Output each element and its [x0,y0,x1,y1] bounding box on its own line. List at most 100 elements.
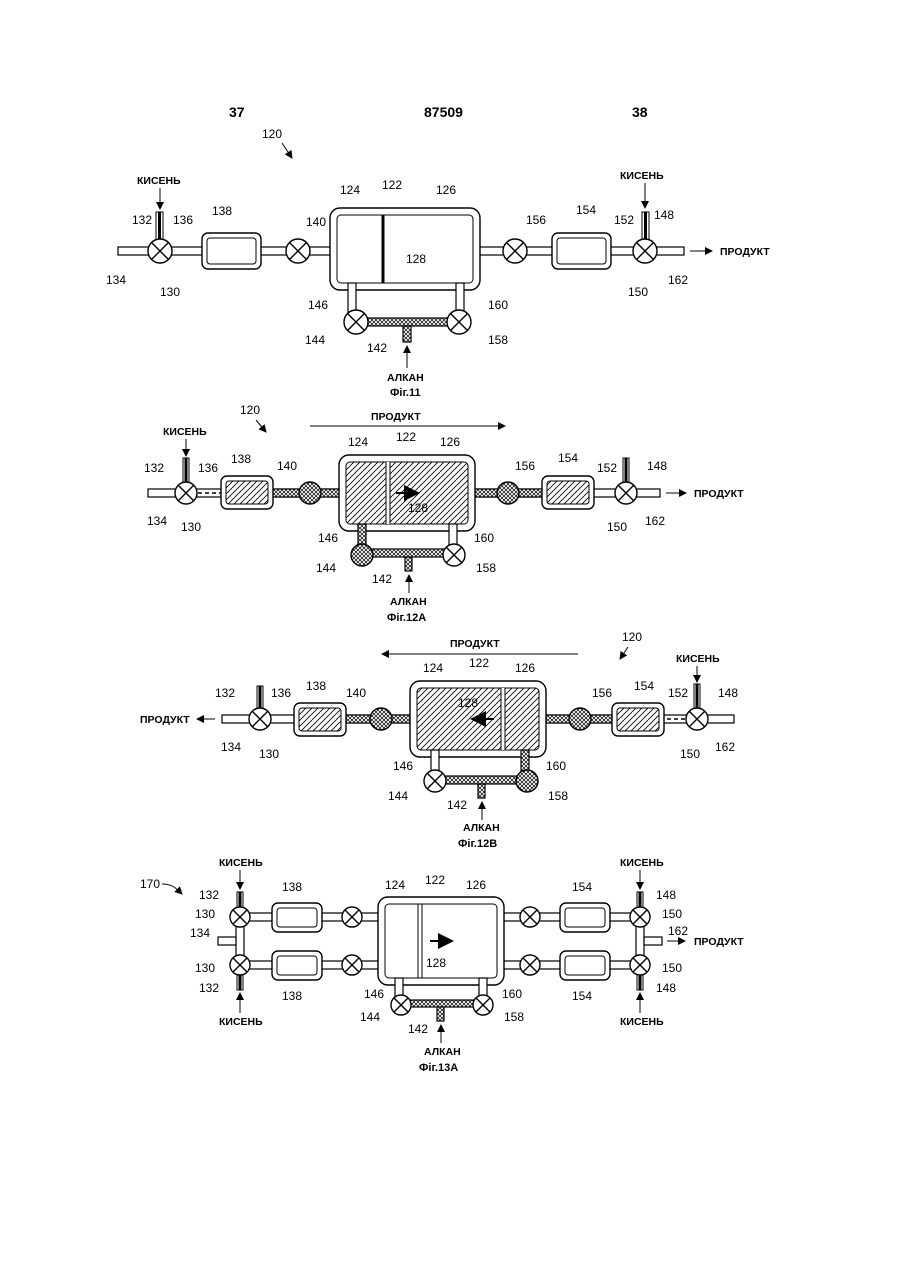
label-128: 128 [426,956,446,970]
label-138: 138 [212,204,232,218]
label-148: 148 [647,459,667,473]
label-136: 136 [271,686,291,700]
figure-12a: 120 ПРОДУКТ КИСЕНЬ ПР [144,403,744,624]
label-136: 136 [198,461,218,475]
label-150: 150 [662,907,682,921]
product-label: ПРОДУКТ [140,714,190,726]
bed-138-active [299,708,341,731]
alkane-label: АЛКАН [424,1046,461,1058]
valve-140 [370,708,392,730]
valve-158 [516,770,538,792]
valve-140 [342,907,362,927]
label-134: 134 [106,273,126,287]
label-132: 132 [199,981,219,995]
bed-154-active [617,708,659,731]
label-154: 154 [634,679,654,693]
label-156: 156 [592,686,612,700]
valve-144 [424,770,446,792]
label-148: 148 [718,686,738,700]
label-146: 146 [308,298,328,312]
label-154: 154 [558,451,578,465]
alkane-inlet [403,326,411,342]
pointer-arrow [162,884,182,894]
valve-144 [391,995,411,1015]
label-138: 138 [282,880,302,894]
label-140: 140 [277,459,297,473]
label-144: 144 [360,1010,380,1024]
label-142: 142 [372,572,392,586]
valve-156 [520,955,540,975]
figure-caption: Фіг.12А [387,612,426,624]
label-142: 142 [408,1022,428,1036]
valve-158 [473,995,493,1015]
bed-138-inner [207,238,256,264]
label-134: 134 [147,514,167,528]
figure-caption: Фіг.13А [419,1062,458,1074]
label-130: 130 [160,285,180,299]
valve-144 [344,310,368,334]
label-122: 122 [396,430,416,444]
label-150: 150 [628,285,648,299]
pointer-arrow [620,647,628,659]
label-122: 122 [382,178,402,192]
label-150: 150 [607,520,627,534]
label-140: 140 [346,686,366,700]
label-120: 120 [240,403,260,417]
label-158: 158 [504,1010,524,1024]
label-148: 148 [654,208,674,222]
alkane-manifold [435,776,525,784]
label-124: 124 [348,435,368,449]
label-126: 126 [440,435,460,449]
label-126: 126 [515,661,535,675]
valve-156 [503,239,527,263]
product-label: ПРОДУКТ [694,936,744,948]
label-128: 128 [408,501,428,515]
product-label: ПРОДУКТ [694,488,744,500]
figure-caption: Фіг.11 [390,387,421,399]
label-144: 144 [316,561,336,575]
label-130: 130 [195,907,215,921]
label-130: 130 [181,520,201,534]
oxygen-label: КИСЕНЬ [219,857,263,869]
label-132: 132 [199,888,219,902]
label-150: 150 [662,961,682,975]
label-156: 156 [515,459,535,473]
alkane-inlet [437,1007,444,1021]
label-146: 146 [393,759,413,773]
label-132: 132 [215,686,235,700]
pipe-162 [644,937,662,945]
valve-144 [351,544,373,566]
label-130: 130 [259,747,279,761]
product-label: ПРОДУКТ [450,638,500,650]
label-170: 170 [140,877,160,891]
pointer-arrow [282,143,292,158]
pointer-arrow [256,420,266,432]
label-154: 154 [576,203,596,217]
label-156: 156 [526,213,546,227]
valve-130 [230,907,250,927]
label-152: 152 [614,213,634,227]
label-122: 122 [425,873,445,887]
label-158: 158 [548,789,568,803]
alkane-manifold [401,1000,483,1007]
valve-140 [286,239,310,263]
oxygen-label: КИСЕНЬ [219,1016,263,1028]
label-138: 138 [306,679,326,693]
valve-130 [249,708,271,730]
valve-156 [569,708,591,730]
oxygen-label: КИСЕНЬ [620,857,664,869]
label-120: 120 [262,127,282,141]
label-162: 162 [668,924,688,938]
valve-150 [633,239,657,263]
label-126: 126 [466,878,486,892]
valve-150 [630,955,650,975]
label-136: 136 [173,213,193,227]
label-138: 138 [231,452,251,466]
label-124: 124 [340,183,360,197]
figure-13a: 170 [140,857,744,1074]
label-154: 154 [572,989,592,1003]
bed-138-inner [277,908,317,927]
alkane-inlet [405,557,412,571]
bed-154-active [547,481,589,504]
alkane-label: АЛКАН [387,372,424,384]
